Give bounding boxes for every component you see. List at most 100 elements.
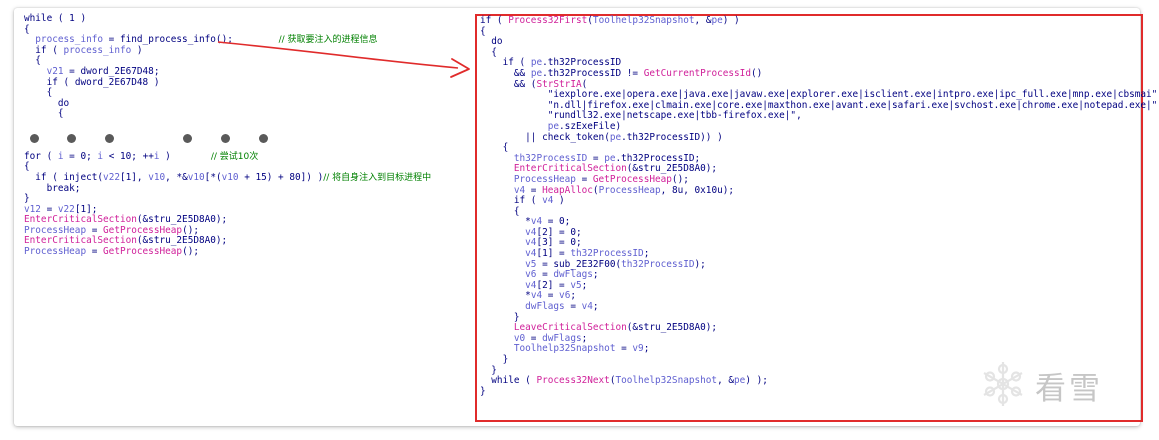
ellipsis-dot: [183, 134, 192, 143]
code-line: {: [24, 162, 431, 173]
code-token: {: [24, 23, 30, 35]
code-line: v4[2] = 0;: [480, 226, 1157, 239]
code-line: for ( i = 0; i < 10; ++i ) // 尝试10次: [24, 150, 431, 163]
code-token: if (: [480, 15, 509, 26]
code-token: ();: [182, 224, 199, 236]
code-token: v10: [221, 171, 239, 183]
code-token: if (: [480, 195, 543, 207]
code-line: v12 = v22[1];: [24, 203, 431, 216]
code-token: Toolhelp32Snapshot: [615, 375, 718, 387]
code-token: [3] = 0;: [536, 237, 582, 249]
code-token: =: [525, 184, 543, 196]
code-token: =: [63, 65, 81, 77]
code-token: do: [480, 36, 503, 48]
code-token: ;: [643, 343, 650, 355]
code-token: i: [57, 150, 64, 162]
code-line: v0 = dwFlags;: [480, 332, 1157, 345]
ellipsis-dot: [67, 134, 76, 143]
code-line: && (StrStrIA(: [480, 79, 1157, 91]
code-token: EnterCriticalSection: [24, 235, 137, 247]
code-token: GetCurrentProcessId: [643, 67, 751, 79]
ellipsis-dot: [30, 134, 39, 143]
code-token: (: [97, 171, 104, 183]
code-line: v4[1] = th32ProcessID;: [480, 248, 1157, 260]
code-token: &&: [480, 67, 531, 79]
code-token: {: [24, 87, 53, 99]
code-token: Process32First: [508, 15, 588, 26]
code-token: v22: [57, 203, 75, 215]
code-token: [2] =: [536, 279, 571, 291]
code-token: (: [604, 131, 610, 143]
code-token: (&stru_2E5D8A0);: [626, 322, 718, 334]
highlight-box: [475, 14, 1143, 422]
code-token: }: [24, 193, 30, 205]
code-line: while ( Process32Next(Toolhelp32Snapshot…: [480, 375, 1157, 387]
code-token: =: [564, 301, 582, 313]
code-line: {: [480, 25, 1157, 38]
code-token: "iexplore.exe|opera.exe|java.exe|javaw.e…: [480, 89, 1158, 101]
code-token: ;: [581, 279, 588, 291]
code-token: < 10; ++: [103, 150, 154, 162]
code-line: "rundll32.exe|netscape.exe|tbb-firefox.e…: [480, 111, 1157, 122]
code-line: }: [24, 193, 431, 205]
code-token: dwFlags: [542, 332, 582, 344]
code-token: pe: [711, 15, 723, 26]
code-line: {: [480, 46, 1157, 59]
code-line: {: [24, 56, 431, 67]
code-token: Toolhelp32Snapshot: [592, 15, 695, 26]
code-token: "rundll32.exe|netscape.exe|tbb-firefox.e…: [480, 110, 802, 122]
code-token: for (: [24, 150, 58, 162]
code-token: }: [480, 311, 520, 323]
code-token: ): [553, 195, 565, 207]
code-line: th32ProcessID = pe.th32ProcessID;: [480, 153, 1157, 165]
code-line: }: [480, 385, 1157, 398]
code-token: process_info: [24, 34, 104, 46]
code-token: [2] = 0;: [536, 226, 582, 238]
code-token: }: [480, 354, 509, 365]
code-token: EnterCriticalSection: [24, 214, 137, 226]
code-line: do: [480, 36, 1157, 48]
left-code-pane: while ( 1 ){ process_info = find_process…: [24, 13, 432, 258]
code-token: {: [480, 25, 486, 37]
code-token: [480, 237, 525, 248]
code-token: =: [542, 290, 560, 302]
code-token: =: [40, 203, 58, 215]
code-token: ;: [643, 248, 650, 260]
code-token: if (: [24, 76, 75, 88]
code-token: ): [159, 150, 171, 162]
code-line: EnterCriticalSection(&stru_2E5D8A0);: [480, 164, 1157, 175]
code-line: {: [24, 87, 431, 99]
code-token: = 0;: [542, 216, 571, 228]
watermark-text: 看雪: [1035, 371, 1103, 407]
code-token: {: [24, 108, 64, 120]
code-line: ProcessHeap = GetProcessHeap();: [24, 246, 431, 258]
code-token: [1],: [119, 171, 149, 183]
code-token: v4: [480, 184, 526, 196]
right-code-pane: if ( Process32First(Toolhelp32Snapshot, …: [480, 15, 1158, 398]
code-token: dwFlags: [480, 301, 565, 313]
code-line: if ( pe.th32ProcessID: [480, 58, 1157, 69]
code-line: || check_token(pe.th32ProcessID)) ): [480, 131, 1157, 144]
code-line: {: [480, 142, 1157, 154]
code-token: ) );: [745, 375, 768, 387]
code-token: ||: [480, 131, 543, 143]
code-token: do: [24, 97, 70, 109]
code-line: "iexplore.exe|opera.exe|java.exe|javaw.e…: [480, 89, 1158, 101]
code-token: inject: [63, 171, 98, 183]
code-token: }: [480, 385, 486, 397]
code-token: (: [609, 375, 616, 387]
code-token: Toolhelp32Snapshot: [480, 343, 616, 355]
code-line: if ( inject(v22[1], v10, *&v10[*(v10 + 1…: [24, 171, 432, 184]
code-comment: // 将自身注入到目标进程中: [323, 172, 432, 183]
code-comment: // 获取要注入的进程信息: [232, 35, 378, 46]
code-line: if ( process_info ): [24, 45, 431, 57]
code-token: dwFlags: [553, 269, 593, 281]
code-line: do: [24, 97, 431, 110]
code-token: {: [480, 46, 497, 58]
code-line: v21 = dword_2E67D48;: [24, 65, 431, 78]
code-line: if ( v4 ): [480, 195, 1157, 207]
code-token: Process32Next: [536, 375, 610, 387]
code-token: if (: [480, 57, 531, 69]
code-line: dwFlags = v4;: [480, 301, 1157, 313]
